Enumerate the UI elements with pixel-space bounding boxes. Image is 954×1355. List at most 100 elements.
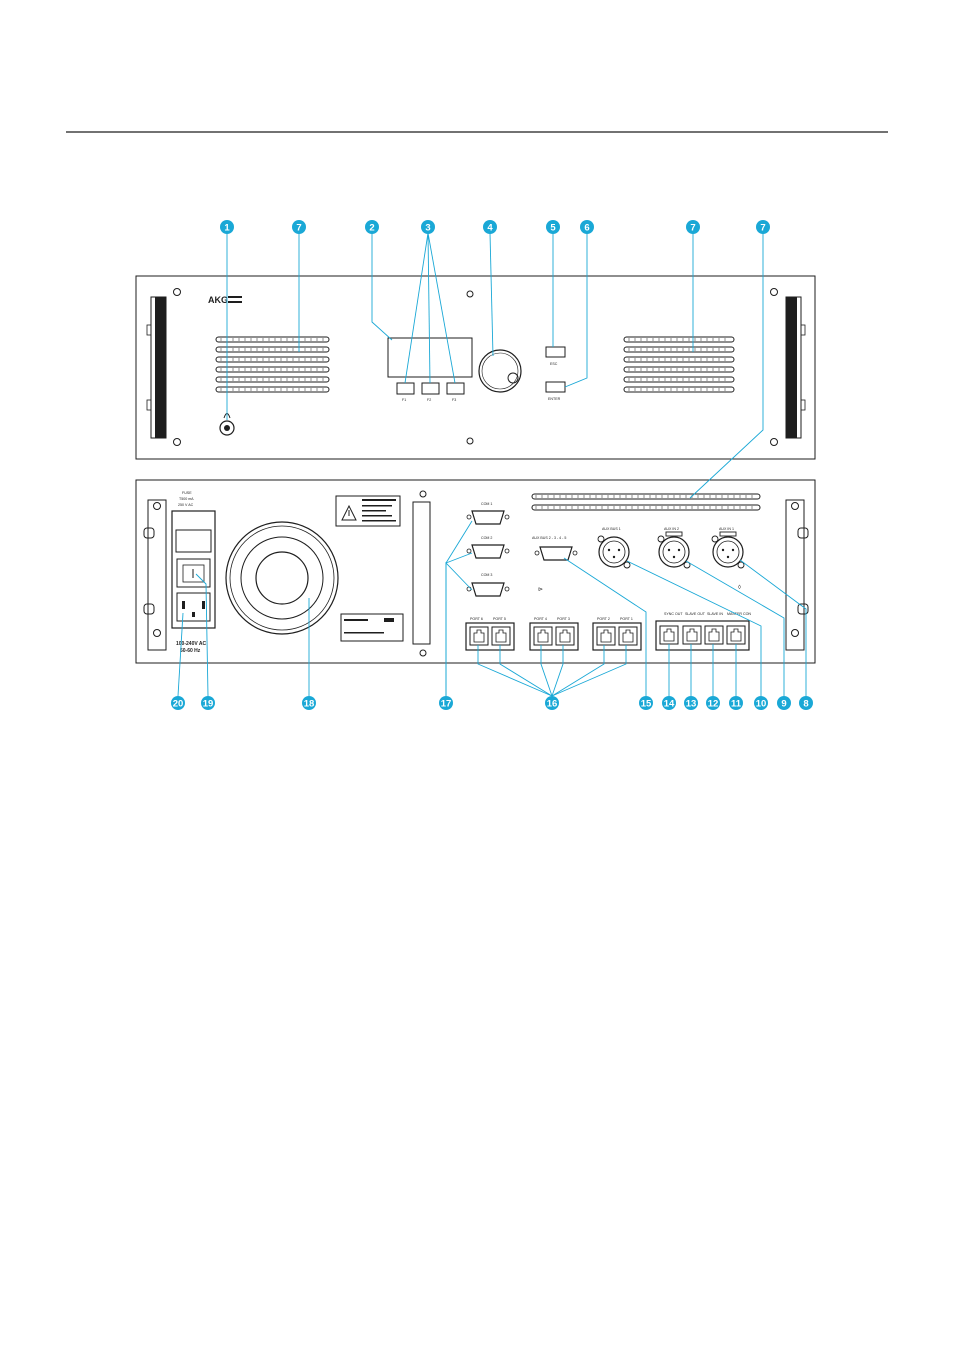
softkey-f1 (396, 382, 415, 395)
callout-bubble (662, 696, 676, 710)
callout-bubble (302, 696, 316, 710)
front-screws (173, 288, 778, 446)
callout-bubble (483, 220, 497, 234)
rj45-jack-6 (618, 626, 638, 646)
front-callout-7c: 7 (756, 220, 770, 234)
callout-bubble (777, 696, 791, 710)
callout-number: 11 (731, 698, 742, 709)
leader-line-16 (445, 552, 473, 696)
softkeys: F1 F2 F3 (396, 382, 465, 402)
fuse-label-3: 250 V AC (178, 503, 194, 507)
frequency-label: 50-60 Hz (180, 648, 201, 654)
rj45-jack-1 (469, 626, 489, 646)
serial-label (340, 613, 404, 642)
aux-bus-connector: AUX BUS 2 - 3 - 4 - 5 ⊳ (532, 536, 578, 593)
callout-bubble (171, 696, 185, 710)
jog-wheel (478, 349, 522, 393)
com1-connector (471, 510, 505, 525)
callout-number: 4 (487, 222, 493, 233)
port-group-2 (529, 622, 579, 651)
com-ports: COM 1 COM 2 COM 3 (466, 502, 510, 597)
rear-callout-12: 12 (706, 696, 720, 710)
brand-logo: AKG (208, 295, 242, 305)
fuse-label-1: FUSE (182, 491, 192, 495)
callout-bubble (545, 696, 559, 710)
callout-bubble (756, 220, 770, 234)
callout-bubble (754, 696, 768, 710)
svg-text:ESC: ESC (550, 362, 558, 366)
rear-screws (153, 490, 799, 657)
callout-number: 7 (296, 222, 301, 233)
callout-number: 18 (304, 698, 315, 709)
callout-bubble (706, 696, 720, 710)
front-callout-4: 4 (483, 220, 497, 234)
com1-label: COM 1 (481, 502, 492, 506)
callout-number: 5 (550, 222, 556, 233)
port-group-1 (465, 622, 515, 651)
rj45-jack-2 (491, 626, 511, 646)
fuse-label-2: T500 mA (179, 497, 194, 501)
card-slot (412, 501, 431, 645)
callout-leader-lines (177, 232, 807, 697)
front-handle-right (785, 296, 806, 439)
rj45-ports: PORT 6 PORT 5 PORT 4 PORT 3 PORT 2 PORT … (465, 612, 751, 651)
com3-connector (471, 582, 505, 597)
callout-bubble (639, 696, 653, 710)
leader-line-23 (551, 645, 627, 697)
rear-callout-14: 14 (662, 696, 676, 710)
front-handle-left (146, 296, 167, 439)
sync-jack-3 (704, 625, 724, 645)
front-callout-7b: 7 (686, 220, 700, 234)
callout-bubble (684, 696, 698, 710)
sync-jack-1 (659, 625, 679, 645)
callout-bubble (365, 220, 379, 234)
callout-number: 14 (664, 698, 675, 709)
enter-button: ENTER (545, 381, 566, 401)
leader-line-24 (563, 557, 647, 696)
callout-number: 16 (547, 698, 558, 709)
rear-callout-17: 17 (439, 696, 453, 710)
com3-label: COM 3 (481, 573, 492, 577)
callout-number: 7 (690, 222, 695, 233)
leader-line-19 (499, 645, 553, 697)
callout-number: 19 (203, 698, 214, 709)
leader-line-22 (551, 645, 605, 697)
leader-line-18 (477, 645, 553, 697)
leader-line-30 (685, 560, 785, 696)
power-module: FUSE T500 mA 250 V AC 100-240V AC 50-60 … (171, 491, 216, 654)
front-callout-6: 6 (580, 220, 594, 234)
front-vent-right (623, 336, 735, 393)
master-con-label: MASTER CON (727, 612, 751, 616)
xlr-aux-in1-label: AUX IN 1 (719, 527, 734, 531)
rear-callout-16: 16 (545, 696, 559, 710)
rear-vent (531, 493, 761, 511)
rear-panel-outline (135, 479, 816, 664)
sync-jack-2 (682, 625, 702, 645)
rear-callout-13: 13 (684, 696, 698, 710)
warning-label (335, 495, 401, 527)
svg-text:ENTER: ENTER (548, 397, 561, 401)
leader-line-5 (427, 232, 431, 384)
callout-number: 12 (708, 698, 719, 709)
port1-label: PORT 1 (620, 617, 633, 621)
com2-label: COM 2 (481, 536, 492, 540)
callout-bubble (220, 220, 234, 234)
rack-ears (143, 499, 809, 651)
softkey-f2-label: F2 (427, 398, 431, 402)
front-callout-1: 1 (220, 220, 234, 234)
leader-line-13 (195, 573, 209, 697)
callout-number: 10 (756, 698, 767, 709)
callout-number: 9 (781, 698, 786, 709)
leader-line-20 (540, 645, 553, 697)
sync-out-label: SYNC OUT (664, 612, 683, 616)
leader-line-29 (626, 560, 762, 696)
callout-bubble (546, 220, 560, 234)
leader-line-17 (445, 561, 473, 696)
front-callout-2: 2 (365, 220, 379, 234)
rear-panel: FUSE T500 mA 250 V AC 100-240V AC 50-60 … (135, 479, 816, 664)
callout-number: 6 (584, 222, 589, 233)
callout-number: 17 (441, 698, 452, 709)
rear-callout-20: 20 (171, 696, 185, 710)
